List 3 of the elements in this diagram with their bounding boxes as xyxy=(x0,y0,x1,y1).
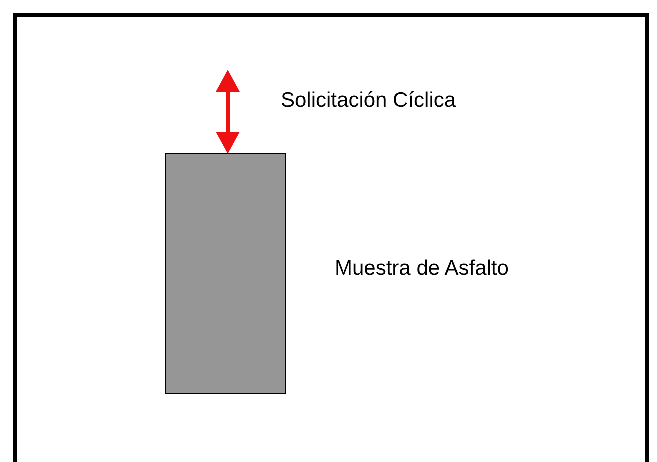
part-label: Muestra de Asfalto xyxy=(335,257,509,281)
sample-block xyxy=(165,153,286,394)
load-label: Solicitación Cíclica xyxy=(281,89,456,113)
